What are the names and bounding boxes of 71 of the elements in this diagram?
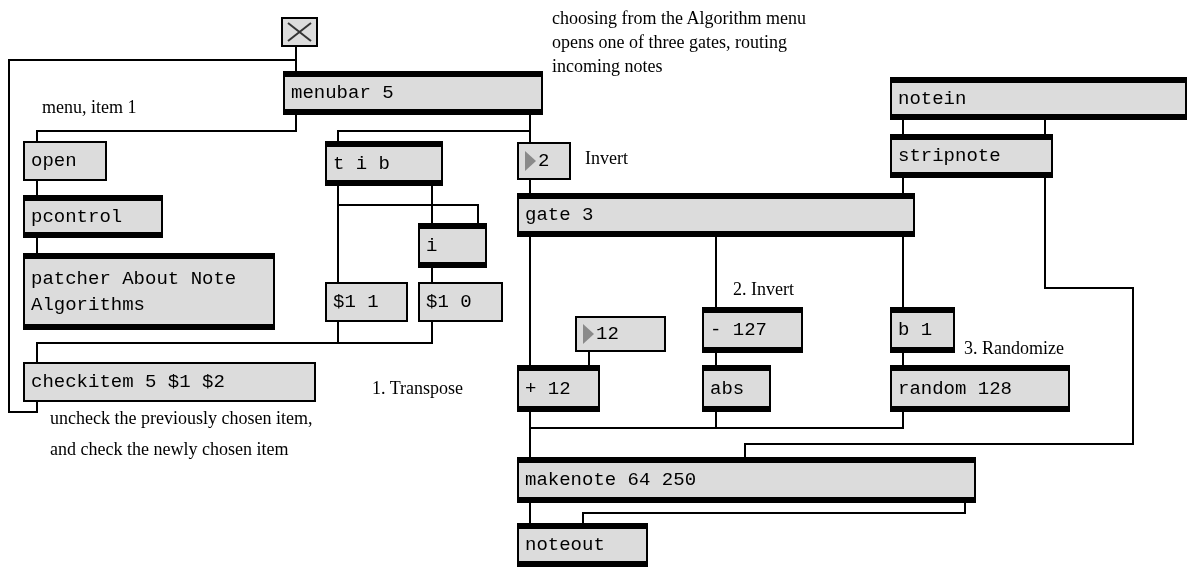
object-box <box>23 195 163 238</box>
object-label: checkitem 5 $1 $2 <box>31 370 225 395</box>
message-box <box>23 362 316 402</box>
object-label: random 128 <box>898 376 1013 402</box>
object-box <box>890 365 1070 412</box>
comment-text: uncheck the previously chosen item, and check the newly chosen item <box>50 407 314 461</box>
object-label: - 127 <box>710 318 767 343</box>
object-label: open <box>31 149 77 174</box>
comment-text: choosing from the Algorithm menu opens one of three gates, routing incoming notes <box>552 7 807 78</box>
patch-cord <box>431 185 433 224</box>
comment-text: Invert <box>585 147 629 170</box>
object-box <box>517 193 915 237</box>
patch-cord <box>36 237 38 254</box>
object-label: i <box>426 233 438 259</box>
patch-cord <box>902 177 904 194</box>
comment-text: 1. Transpose <box>372 377 465 400</box>
toggle-box <box>281 17 318 47</box>
object-label: patcher About Note Algorithms <box>31 266 238 318</box>
object-box <box>517 523 648 567</box>
comment-text: 2. Invert <box>733 278 795 301</box>
message-box <box>418 282 503 322</box>
patch-cord <box>529 236 531 366</box>
object-box <box>890 134 1053 178</box>
object-box <box>23 253 275 330</box>
object-box <box>890 307 955 353</box>
object-label: noteout <box>525 533 605 558</box>
patch-cord <box>588 351 590 366</box>
patch-cord <box>715 352 717 366</box>
patch-cord <box>529 114 531 143</box>
patch-cord <box>337 185 479 224</box>
object-label: b 1 <box>898 318 933 343</box>
object-box <box>517 457 976 503</box>
patch-cord <box>36 114 297 142</box>
object-label: $1 0 <box>426 290 472 315</box>
object-box <box>702 307 803 353</box>
object-label: $1 1 <box>333 290 379 315</box>
object-box <box>283 71 543 115</box>
patch-cord <box>36 180 38 196</box>
object-box <box>702 365 771 412</box>
object-label: gate 3 <box>525 203 594 228</box>
object-label: abs <box>710 376 745 402</box>
patch-cord <box>8 59 297 413</box>
patch-cord <box>902 236 904 308</box>
object-label: t i b <box>333 151 390 177</box>
patch-cord <box>431 267 433 283</box>
object-label: 12 <box>596 322 619 347</box>
object-label: 2 <box>538 149 550 174</box>
message-box <box>23 141 107 181</box>
patch-cord <box>1044 119 1046 135</box>
object-box <box>325 141 443 186</box>
object-box <box>517 365 600 412</box>
patch-cord <box>715 236 717 308</box>
object-label: + 12 <box>525 376 571 402</box>
object-label: makenote 64 250 <box>525 468 697 493</box>
patch-cord <box>582 502 966 524</box>
object-box <box>890 77 1187 120</box>
number-box <box>517 142 571 180</box>
object-label: menubar 5 <box>291 81 394 106</box>
comment-text: 3. Randomize <box>964 337 1065 360</box>
number-box <box>575 316 666 352</box>
message-box <box>325 282 408 322</box>
patch-cord <box>744 177 1134 458</box>
patch-cord <box>902 352 904 366</box>
patch-cord <box>529 502 531 524</box>
object-label: notein <box>898 86 967 112</box>
comment-text: menu, item 1 <box>42 96 138 119</box>
object-label: pcontrol <box>31 204 123 230</box>
object-box <box>418 223 487 268</box>
patch-cord <box>529 179 531 194</box>
patch-cord <box>902 119 904 135</box>
object-label: stripnote <box>898 144 1001 169</box>
